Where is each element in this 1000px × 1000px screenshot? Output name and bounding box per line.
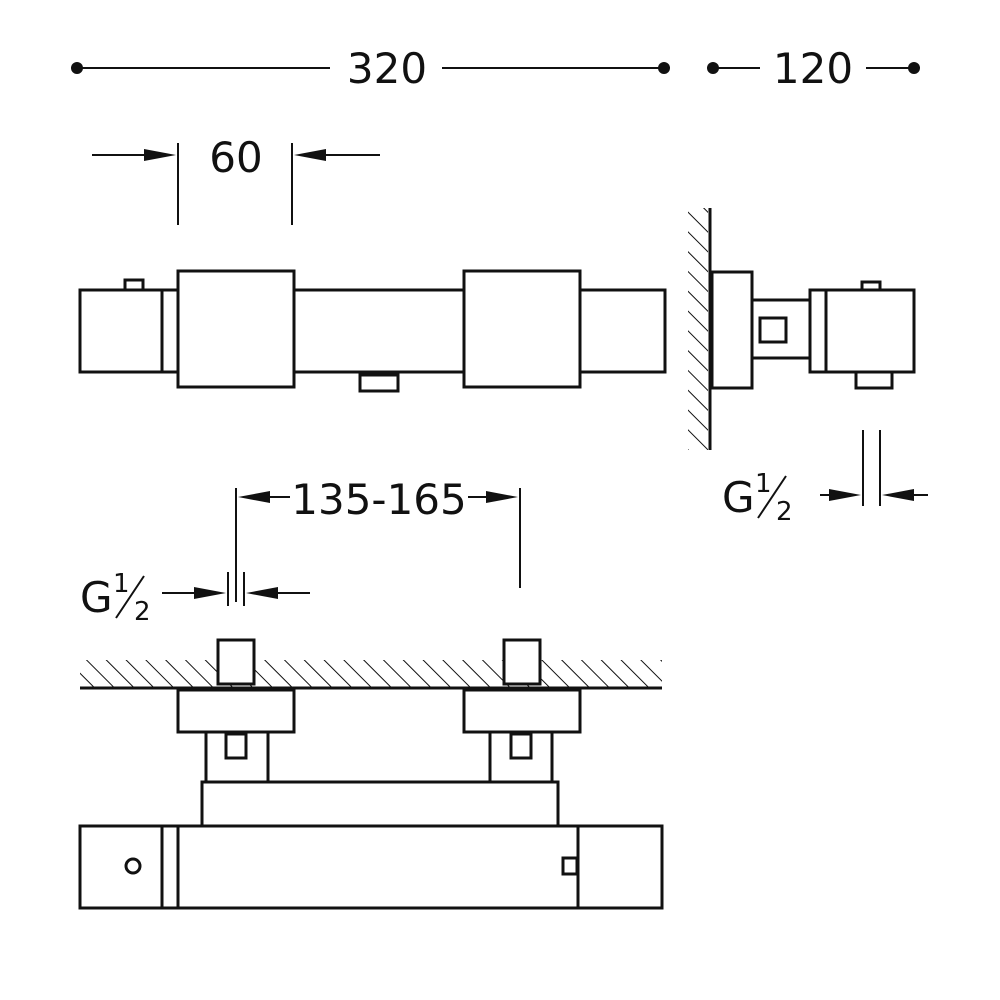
thread-front-den: 2 [134,597,151,627]
thread-side-letter: G [722,473,755,522]
depth-label: 120 [773,44,853,93]
thread-side-num: 1 [755,469,772,499]
outlet-connector [358,373,400,393]
wall-flange [710,270,754,390]
dim-control-width: 60 [92,133,380,225]
dim-depth: 120 [707,44,920,93]
inlet-fitting-right [502,638,542,686]
control-width-label: 60 [209,133,262,182]
thread-side-den: 2 [776,497,793,527]
thread-front-letter: G [80,573,113,622]
dim-thread-front: G 1 2 [80,569,310,627]
dim-thread-side: G 1 2 [722,430,928,527]
wall-bracket-right [462,688,582,734]
side-view [688,208,916,450]
inlet-fitting-left [216,638,256,686]
flow-control-knob [462,269,582,389]
front-view [78,269,667,393]
dim-center-distance: 135-165 [235,475,521,602]
thread-front-num: 1 [113,569,130,599]
overall-width-label: 320 [347,44,427,93]
dim-overall-width: 320 [71,44,670,93]
temperature-control-knob [176,269,296,389]
center-distance-label: 135-165 [291,475,467,524]
wall-bracket-left [176,688,296,734]
top-view [78,638,664,910]
